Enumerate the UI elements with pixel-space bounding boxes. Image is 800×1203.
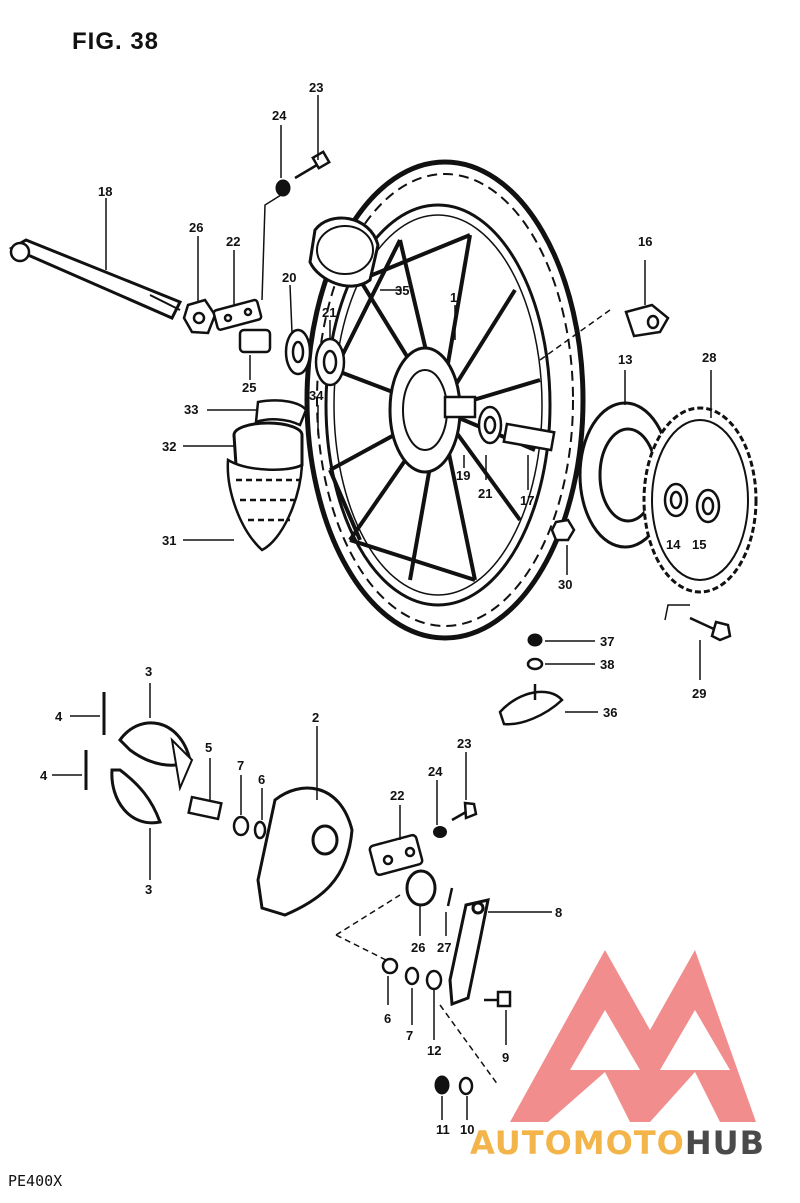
nut-37 — [527, 633, 543, 647]
bearing-21-left — [314, 337, 346, 387]
callout-16: 16 — [638, 234, 652, 249]
bearing-14 — [663, 482, 689, 518]
washer-10 — [458, 1076, 474, 1096]
callout-21-right: 21 — [478, 486, 492, 501]
adjuster-bolt-23-bottom — [451, 801, 478, 822]
callout-7-top: 7 — [237, 758, 244, 773]
callout-labels: 1 2 3 3 4 4 5 6 6 7 7 8 9 10 11 12 13 14… — [40, 80, 716, 1137]
leader-lines — [52, 95, 712, 1120]
callout-22-bottom: 22 — [390, 788, 404, 803]
adjuster-nut-24-top — [275, 179, 291, 197]
model-code: PE400X — [8, 1172, 63, 1190]
axle-nut-26-bottom — [405, 869, 437, 907]
callout-17: 17 — [520, 493, 534, 508]
callout-4-top: 4 — [55, 709, 63, 724]
bearing-21-right — [477, 405, 503, 445]
spacer-25 — [238, 328, 272, 354]
callout-15: 15 — [692, 537, 706, 552]
bolt-29 — [689, 616, 732, 642]
tire-31 — [226, 457, 304, 552]
callout-12: 12 — [427, 1043, 441, 1058]
bolt-9 — [484, 990, 512, 1008]
callout-5: 5 — [205, 740, 212, 755]
torque-link-8 — [448, 898, 490, 1007]
callout-6-bottom: 6 — [384, 1011, 391, 1026]
callout-6-top: 6 — [258, 772, 265, 787]
axle-sleeve-17 — [502, 422, 556, 452]
callout-8: 8 — [555, 905, 562, 920]
oring-6-bottom — [381, 957, 399, 975]
watermark-text-part2: HUB — [684, 1124, 766, 1162]
adjuster-nut-24-bottom — [433, 826, 447, 838]
collar-16 — [624, 303, 670, 338]
callout-13: 13 — [618, 352, 632, 367]
callout-37: 37 — [600, 634, 614, 649]
brake-shoes-3 — [110, 721, 194, 825]
callout-19: 19 — [456, 468, 470, 483]
callout-2: 2 — [312, 710, 319, 725]
nut-11 — [434, 1075, 450, 1095]
watermark-logo — [510, 950, 756, 1122]
callout-30: 30 — [558, 577, 572, 592]
callout-38: 38 — [600, 657, 614, 672]
callout-3-top: 3 — [145, 664, 152, 679]
callout-35: 35 — [395, 283, 409, 298]
callout-22-top: 22 — [226, 234, 240, 249]
callout-32: 32 — [162, 439, 176, 454]
callout-36: 36 — [603, 705, 617, 720]
callout-34: 34 — [309, 388, 324, 403]
callout-29: 29 — [692, 686, 706, 701]
bearing-15 — [695, 488, 721, 524]
brake-panel-2 — [256, 786, 354, 917]
callout-4-bottom: 4 — [40, 768, 48, 783]
oring-6-top — [253, 820, 267, 840]
washer-7-bottom — [404, 966, 420, 986]
nut-30 — [550, 518, 576, 542]
washer-38 — [526, 657, 544, 671]
watermark-text: AUTOMOTOHUB — [470, 1124, 765, 1162]
callout-21-left: 21 — [322, 305, 336, 320]
callout-28: 28 — [702, 350, 716, 365]
rear-axle — [8, 238, 183, 320]
callout-24-bottom: 24 — [428, 764, 443, 779]
rim-band-33 — [254, 399, 308, 427]
callout-26-bottom: 26 — [411, 940, 425, 955]
axle-nut-26 — [182, 298, 217, 335]
cotter-pin-27 — [446, 887, 454, 907]
rear-wheel — [304, 159, 586, 641]
figure-title: FIG. 38 — [72, 28, 160, 55]
callout-18: 18 — [98, 184, 112, 199]
brake-cam-5 — [187, 795, 223, 821]
callout-31: 31 — [162, 533, 176, 548]
callout-1: 1 — [450, 290, 457, 305]
callout-9: 9 — [502, 1050, 509, 1065]
callout-23-top: 23 — [309, 80, 323, 95]
dust-seal-20 — [284, 328, 312, 376]
tube-32 — [232, 421, 304, 472]
callout-26-top: 26 — [189, 220, 203, 235]
callout-27: 27 — [437, 940, 451, 955]
chain-adjuster-22-bottom — [368, 833, 424, 877]
callout-20: 20 — [282, 270, 296, 285]
callout-7-bottom: 7 — [406, 1028, 413, 1043]
callout-3-bottom: 3 — [145, 882, 152, 897]
rim-lock-36 — [498, 684, 564, 726]
inner-tube — [308, 216, 380, 288]
callout-23-bottom: 23 — [457, 736, 471, 751]
callout-24-top: 24 — [272, 108, 287, 123]
springs-4 — [84, 692, 106, 790]
callout-14: 14 — [666, 537, 681, 552]
chain-adjuster-22-top — [212, 298, 263, 331]
callout-10: 10 — [460, 1122, 474, 1137]
clip-12 — [425, 969, 443, 991]
callout-25: 25 — [242, 380, 256, 395]
watermark-text-part1: AUTOMOTO — [470, 1124, 685, 1162]
callout-11: 11 — [436, 1122, 450, 1137]
adjuster-bolt-23-top — [294, 150, 331, 180]
washer-7-top — [232, 815, 250, 837]
callout-33: 33 — [184, 402, 198, 417]
